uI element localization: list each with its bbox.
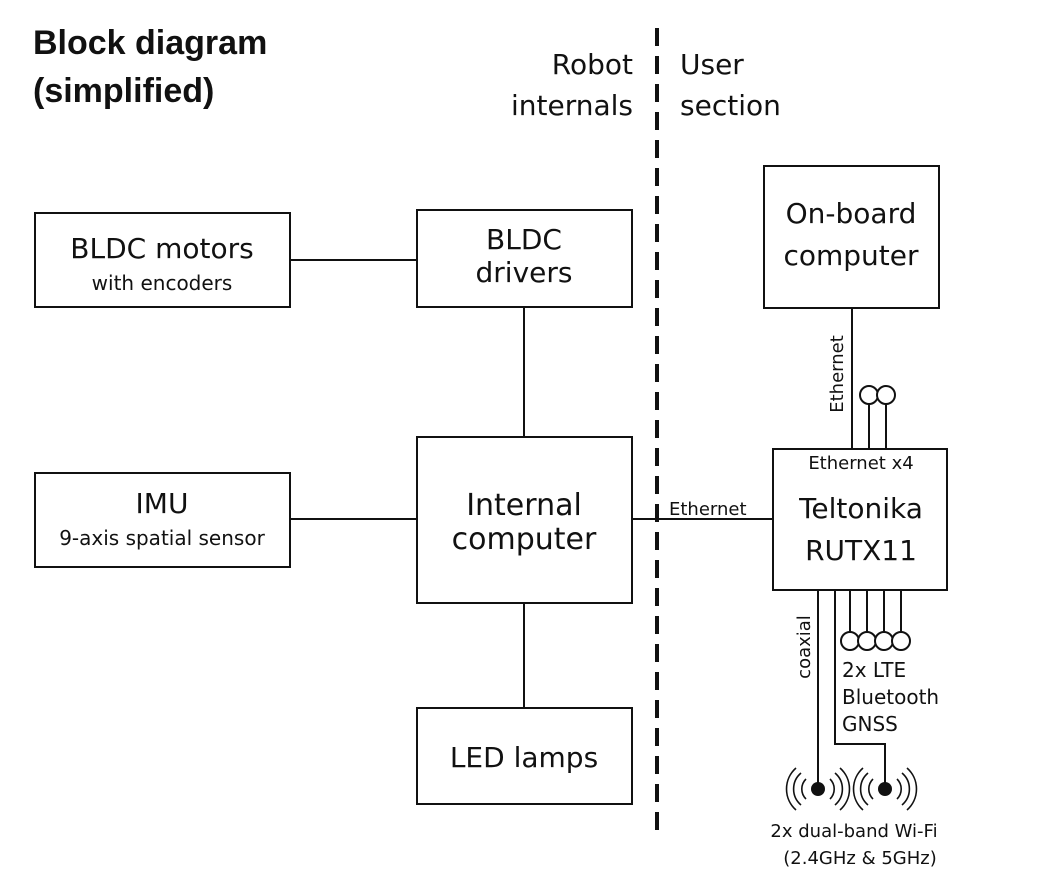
onboard-ethernet-label: Ethernet: [827, 335, 848, 413]
internal-computer-label-line2: computer: [452, 522, 597, 557]
diagram-title-line2: (simplified): [33, 72, 214, 110]
lte-antenna-label-line3: GNSS: [842, 712, 898, 736]
bldc-drivers-label-line2: drivers: [476, 256, 573, 289]
spare-port-2: [876, 385, 896, 405]
robot-section-label-line2: internals: [511, 89, 633, 122]
led-lamps-label: LED lamps: [450, 741, 598, 774]
lte-antenna-3: [874, 631, 894, 651]
diagram-title-line1: Block diagram: [33, 24, 267, 62]
imu-block: IMU 9-axis spatial sensor: [34, 472, 291, 568]
router-label-line2: RUTX11: [805, 534, 917, 567]
lte-antenna-1: [840, 631, 860, 651]
user-section-label-line1: User: [680, 48, 744, 81]
bldc-motors-sublabel: with encoders: [92, 271, 233, 295]
led-lamps-block: LED lamps: [416, 707, 633, 805]
router-ethernet-ports-label: Ethernet x4: [808, 453, 913, 474]
internal-computer-label-line1: Internal: [466, 488, 582, 523]
bldc-motors-block: BLDC motors with encoders: [34, 212, 291, 308]
lte-antenna-label-line1: 2x LTE: [842, 658, 906, 682]
wifi-lead-2: [834, 590, 886, 789]
router-block: Ethernet x4 Teltonika RUTX11: [772, 448, 948, 591]
onboard-computer-block: On-board computer: [763, 165, 940, 309]
lte-antenna-4: [891, 631, 911, 651]
coaxial-label: coaxial: [794, 615, 815, 679]
imu-label: IMU: [136, 487, 189, 520]
user-section-label-line2: section: [680, 89, 781, 122]
spare-port-1: [859, 385, 879, 405]
wifi-antenna-label-line2: (2.4GHz & 5GHz): [783, 848, 936, 869]
wifi-antenna-2: [852, 767, 918, 811]
onboard-computer-label-line2: computer: [783, 239, 919, 272]
bldc-motors-label: BLDC motors: [70, 232, 253, 265]
wifi-antenna-1: [785, 767, 851, 811]
imu-sublabel: 9-axis spatial sensor: [59, 526, 265, 550]
bldc-drivers-block: BLDC drivers: [416, 209, 633, 308]
router-label-line1: Teltonika: [798, 492, 923, 525]
onboard-computer-label-line1: On-board: [786, 197, 917, 230]
wifi-antenna-label-line1: 2x dual-band Wi-Fi: [770, 821, 937, 842]
lte-antenna-2: [857, 631, 877, 651]
internal-computer-block: Internal computer: [416, 436, 633, 604]
lte-antenna-label-line2: Bluetooth: [842, 685, 939, 709]
ethernet-link-label: Ethernet: [669, 499, 747, 520]
bldc-drivers-label-line1: BLDC: [486, 223, 562, 256]
robot-section-label-line1: Robot: [552, 48, 633, 81]
